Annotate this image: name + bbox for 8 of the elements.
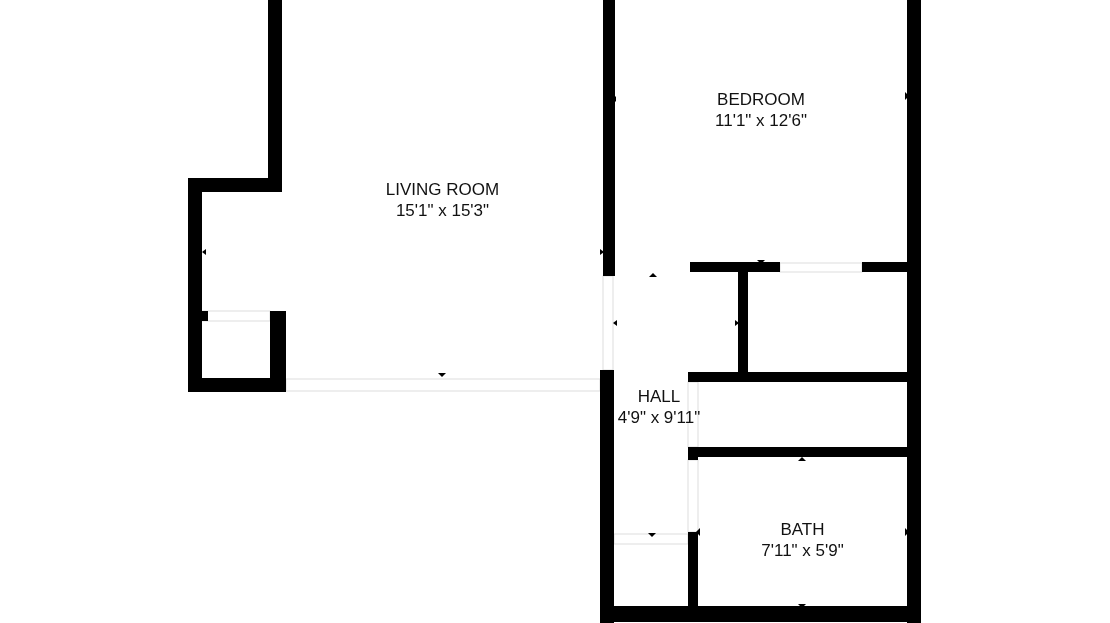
room-dimensions: 4'9" x 9'11" xyxy=(617,407,701,428)
room-dimensions: 15'1" x 15'3" xyxy=(395,200,490,221)
room-dimensions: 11'1" x 12'6" xyxy=(715,110,807,131)
room-name: LIVING ROOM xyxy=(385,179,500,200)
room-name: BEDROOM xyxy=(717,89,805,110)
room-dimensions: 7'11" x 5'9" xyxy=(761,540,844,561)
room-name: BATH xyxy=(780,519,825,540)
room-name: HALL xyxy=(637,386,681,407)
